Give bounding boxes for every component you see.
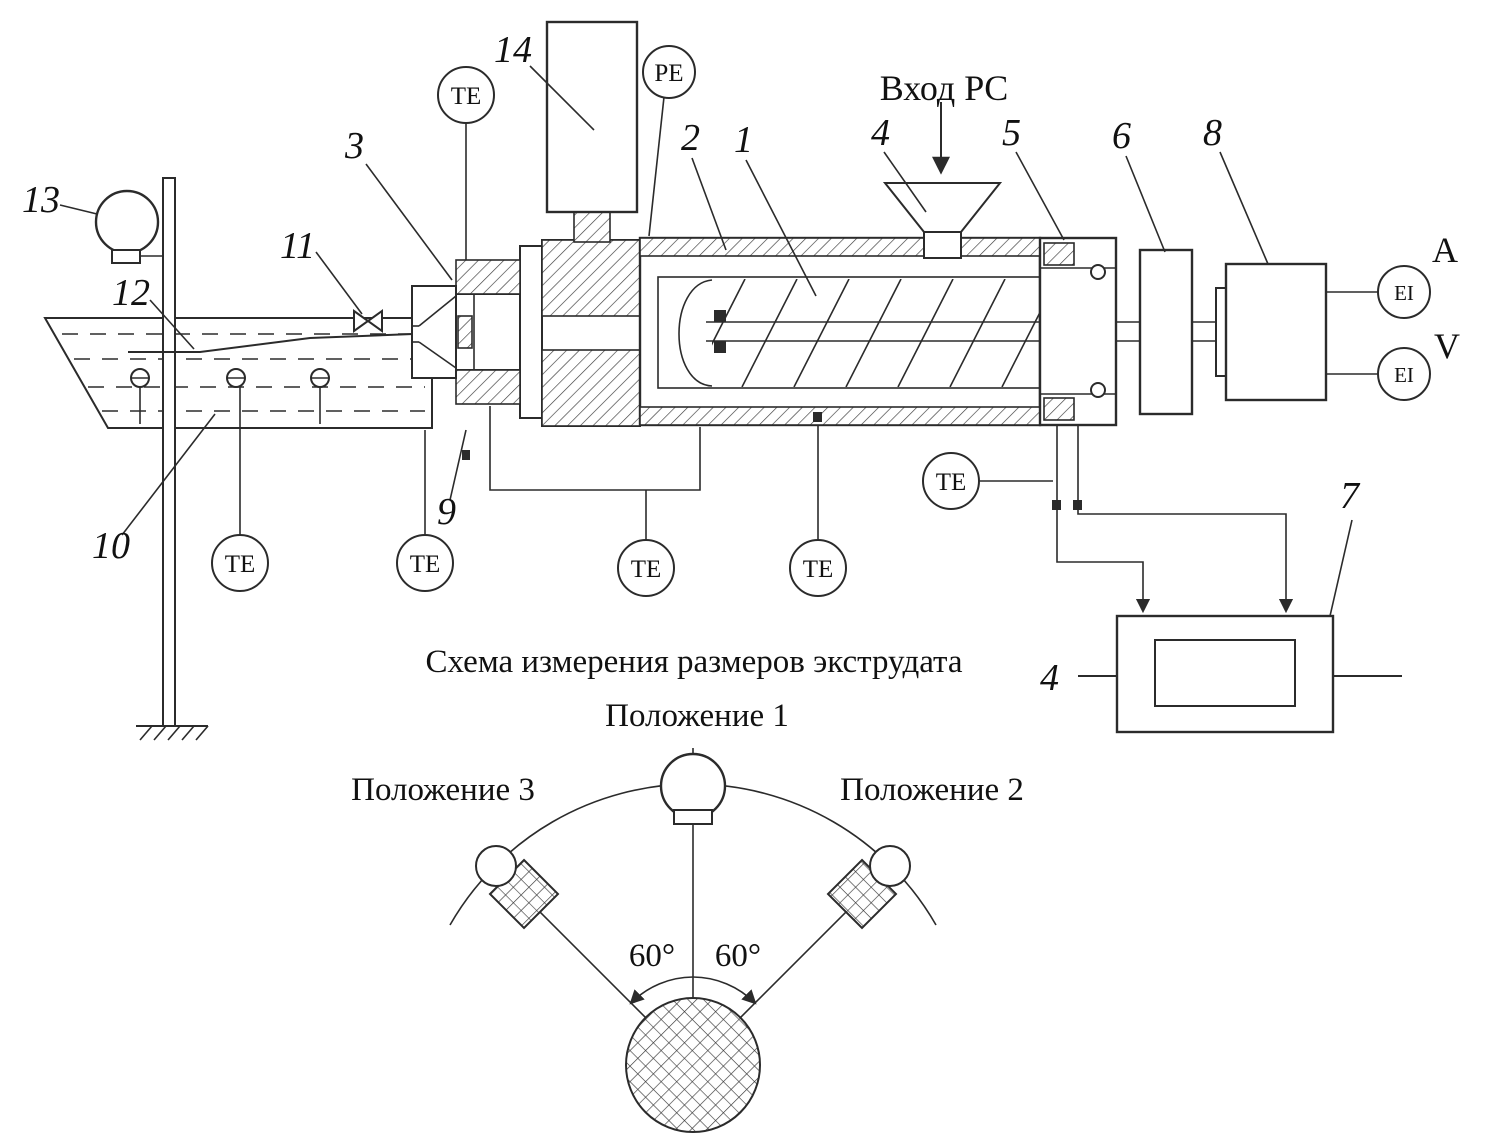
callout-5: 5 [1002,112,1021,154]
callout-1: 1 [734,119,753,161]
te-sensor-icon: TE [396,430,454,592]
cooling-bath [43,317,433,429]
sensor-position-3 [475,845,560,930]
die-head-assembly [411,209,641,427]
measuring-unit [1078,614,1402,734]
screw-flights [712,279,1040,387]
callout-11: 11 [280,225,315,267]
angle-right-label: 60° [715,938,761,974]
callout-8: 8 [1203,112,1222,154]
voltmeter-label: EI [1394,363,1414,387]
ampere-label: A [1432,230,1458,270]
angle-left-label: 60° [629,938,675,974]
svg-text:TE: TE [225,551,256,578]
callout-9: 9 [437,491,456,533]
drive-motor [1215,262,1378,402]
te-sensor-icon: TE [211,387,269,592]
position-1-label: Положение 1 [605,698,789,734]
winder-device [94,189,163,264]
callouts: 13 11 12 10 9 3 14 2 1 4 5 6 8 7 4 [22,29,1361,699]
angle-arc-right [692,976,757,1005]
position-3-label: Положение 3 [351,772,535,808]
svg-text:TE: TE [451,83,482,110]
callout-3: 3 [344,125,364,167]
bearing-block [1038,236,1118,427]
te-sensor-icon: TE [489,406,701,597]
callout-10: 10 [92,525,130,567]
hydraulic-cylinder [545,20,639,214]
extrudate-cross-section [625,997,761,1133]
measurement-scheme: Схема измерения размеров экструдата Поло… [351,644,1024,1133]
extruder-barrel [638,236,1222,427]
callout-7: 7 [1340,475,1361,517]
feed-hopper [882,102,1003,259]
callout-12: 12 [112,272,150,314]
ammeter-label: EI [1394,281,1414,305]
guide-valve-icon [353,309,383,333]
inlet-label: Вход PC [880,68,1008,108]
pe-sensor-icon: PE [642,45,696,237]
voltmeter-icon: EI [1377,347,1431,401]
callout-2: 2 [681,117,700,159]
svg-text:TE: TE [410,551,441,578]
signal-lines [1052,425,1294,614]
svg-text:TE: TE [936,469,967,496]
svg-text:PE: PE [654,60,683,87]
bath-probe-icon [310,368,330,424]
svg-text:TE: TE [631,556,662,583]
scheme-title: Схема измерения размеров экструдата [425,644,962,680]
te-sensor-icon: TE [922,452,1053,510]
callout-14: 14 [494,29,532,71]
sensor-position-2 [826,845,911,930]
position-2-label: Положение 2 [840,772,1024,808]
callout-4-bottom: 4 [1040,657,1059,699]
ammeter-icon: EI [1377,265,1431,319]
gearbox [1138,248,1194,416]
volt-label: V [1434,326,1460,366]
angle-arc-left [629,976,694,1005]
svg-text:TE: TE [803,556,834,583]
bath-probe-icon [226,368,246,388]
callout-13: 13 [22,179,60,221]
callout-4: 4 [871,112,890,154]
te-sensor-icon: TE [437,66,495,260]
extrudate-strand [128,333,414,353]
sensor-position-1 [659,752,727,825]
te-sensor-icon: TE [789,412,847,597]
callout-6: 6 [1112,115,1131,157]
bath-probe-icon [130,368,150,424]
support-stand [136,177,209,741]
